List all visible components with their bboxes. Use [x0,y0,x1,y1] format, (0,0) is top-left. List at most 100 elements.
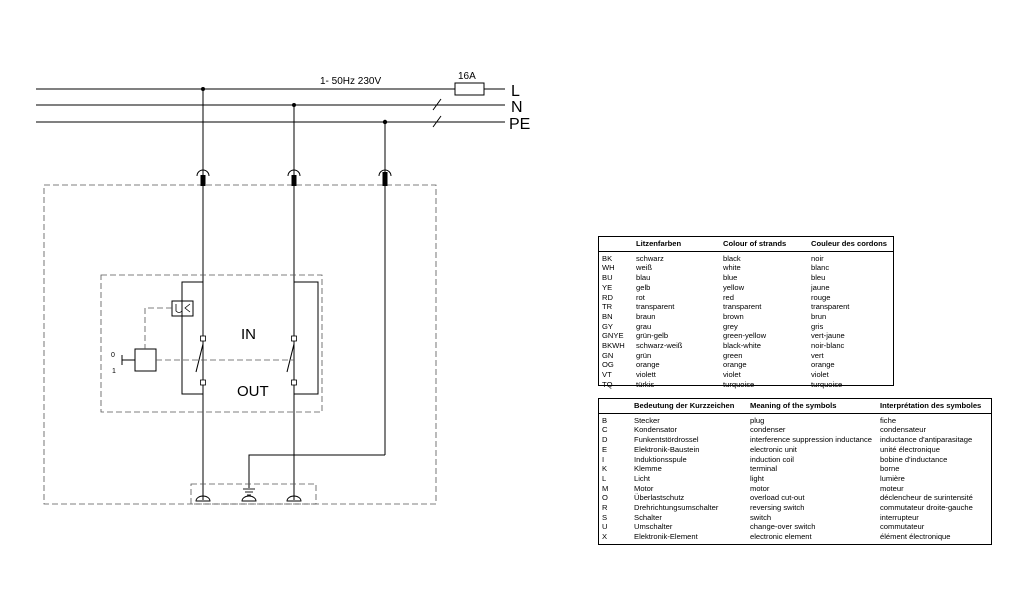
table-cell: green [723,350,743,360]
table-cell: electronic unit [750,444,797,454]
table-cell: terminal [750,464,778,474]
table-cell: BN [602,311,613,321]
table-cell: grün [636,350,652,360]
table-cell: Funkentstördrossel [634,435,699,445]
junction-dot [292,103,296,107]
terminal-earth [241,495,257,502]
table-cell: OG [602,360,614,370]
table-cell: X [602,532,608,542]
table-cell: interference suppression inductance [750,435,872,445]
table-cell: O [602,493,608,503]
table-cell: light [750,473,764,483]
line-label-pe: PE [509,116,530,133]
table-cell: jaune [811,282,830,292]
table-cell: borne [880,464,900,474]
table-cell: turquoise [811,379,843,389]
table-cell: Elektronik-Element [634,532,698,542]
table-cell: WH [602,263,615,273]
contact-pin [200,335,206,342]
relay-linkage [144,307,172,349]
plug-connector-n [291,175,297,186]
table-cell: braun [636,311,656,321]
column-header: Bedeutung der Kurzzeichen [631,399,747,414]
table-cell: rot [636,292,645,302]
table-cell: noir [811,253,824,263]
table-cell: TR [602,302,613,312]
relay-glyph [184,303,191,313]
table-cell: black [723,253,741,263]
table-cell: grey [723,321,738,331]
label-out: OUT [237,383,269,400]
column-header: Colour of strands [720,237,808,252]
table-cell: violet [723,370,741,380]
table-cell: vert-jaune [811,331,845,341]
table-cell: TQ [602,379,613,389]
table-cell: élément électronique [880,532,951,542]
table-cell: change-over switch [750,522,816,532]
plug-connector-n [287,169,301,177]
table-cell: Induktionsspule [634,454,687,464]
break-mark-n [432,98,442,111]
table-cell: switch [750,512,772,522]
table-cell: Drehrichtungsumschalter [634,503,719,513]
table-cell: BKWH [602,341,625,351]
table-cell: turquoise [723,379,755,389]
table-cell: transparent [723,302,762,312]
table-cell: vert [811,350,824,360]
table-cell: overload cut-out [750,493,805,503]
table-cell: unité électronique [880,444,940,454]
column-header: Litzenfarben [633,237,720,252]
table-cell: reversing switch [750,503,805,513]
table-cell: grün-gelb [636,331,669,341]
table-cell: S [602,512,608,522]
table-cell: lumière [880,473,905,483]
plug-connector-pe [382,172,388,186]
table-cell: Umschalter [634,522,673,532]
column-header [599,237,633,252]
plug-connector-pe [378,169,392,177]
table-cell: Schalter [634,512,662,522]
contact-pin [200,379,206,386]
column-header: Meaning of the symbols [747,399,877,414]
table-cell: interrupteur [880,512,919,522]
table-cell: condensateur [880,425,927,435]
table-cell: induction coil [750,454,794,464]
table-cell: transparent [636,302,675,312]
table-cell: moteur [880,483,904,493]
table-cell: electronic element [750,532,812,542]
table-cell: E [602,444,608,454]
table-cell: Licht [634,473,651,483]
table-cell: transparent [811,302,850,312]
table-cell: rouge [811,292,831,302]
table-cell: violet [811,370,829,380]
table-cell: red [723,292,734,302]
table-cell: Klemme [634,464,662,474]
table-cell: grau [636,321,652,331]
table-row: TR transparent transparent transparent [599,302,893,312]
table-cell: BU [602,273,613,283]
break-mark-pe [432,115,442,128]
wiring-diagram: 1- 50Hz 230V 16A L N PE IN OUT 0 1 [36,71,530,505]
